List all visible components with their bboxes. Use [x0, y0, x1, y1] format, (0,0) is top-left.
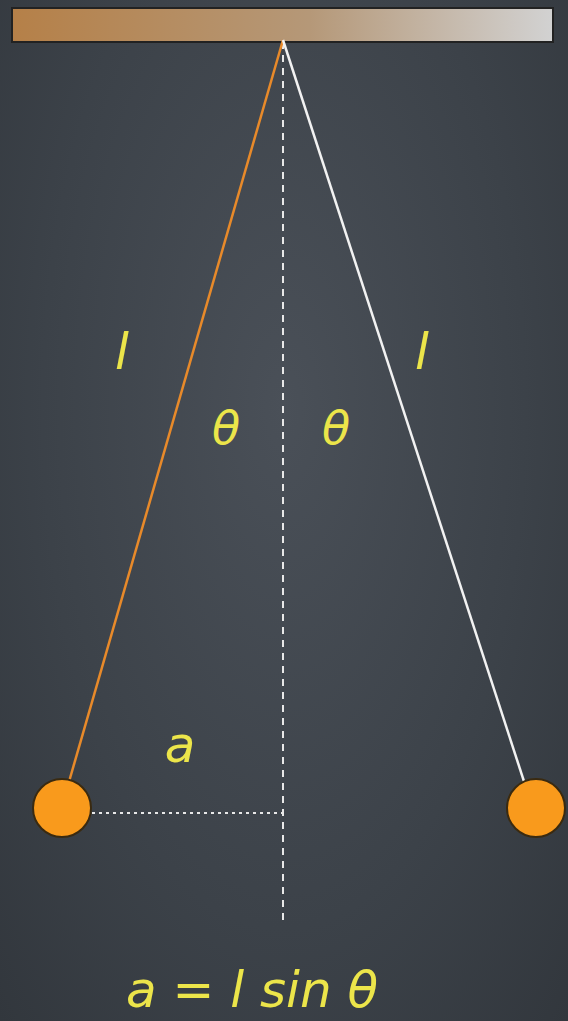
formula: a = l sin θ — [126, 965, 378, 1015]
right-bob — [507, 779, 565, 837]
angle-label: θ — [322, 405, 350, 451]
vertical-axis — [282, 42, 284, 920]
support-bar — [12, 8, 553, 42]
horizontal-distance — [92, 812, 283, 814]
angle-label: θ — [212, 405, 240, 451]
distance-label: a — [165, 720, 196, 770]
right-string — [283, 40, 532, 806]
length-label: l — [415, 327, 429, 377]
left-string — [62, 40, 283, 806]
length-label: l — [115, 327, 129, 377]
left-bob — [33, 779, 91, 837]
